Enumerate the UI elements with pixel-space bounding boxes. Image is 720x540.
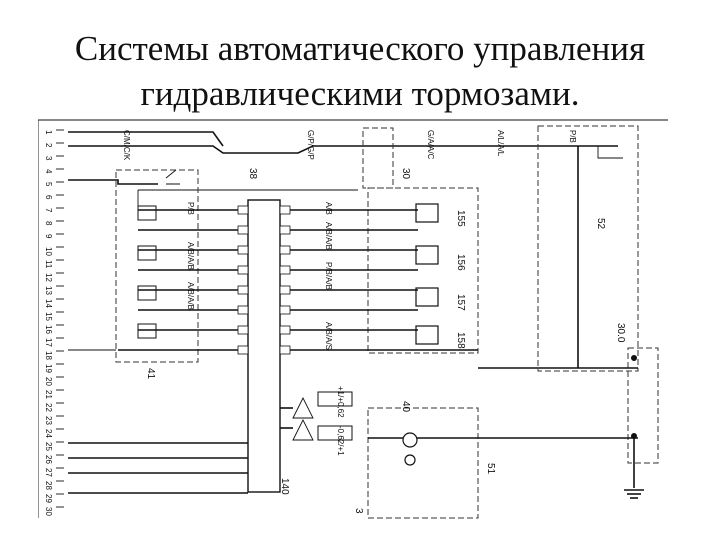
row-code-2: P/B (186, 202, 195, 215)
rail-number: 6 (44, 195, 53, 200)
rail-number: 18 (44, 351, 53, 360)
rail-number: 7 (44, 208, 53, 213)
rail-number: 29 (44, 494, 53, 503)
terminal-pin (237, 325, 249, 335)
rail-number: 10 (44, 247, 53, 256)
signal-label-1: +1/+0,62 (336, 386, 345, 418)
rail-number: 26 (44, 455, 53, 464)
rail-number: 20 (44, 377, 53, 386)
terminal-pin (279, 305, 291, 315)
rail-number: 17 (44, 338, 53, 347)
right-switches (577, 146, 644, 499)
rail-number: 4 (44, 169, 53, 174)
rail-number: 1 (44, 130, 53, 135)
terminal-pin (279, 285, 291, 295)
controller-pins (237, 205, 291, 355)
block-40-51 (367, 407, 479, 519)
rail-number: 9 (44, 234, 53, 239)
rail-number: 11 (44, 260, 53, 269)
rail-number: 13 (44, 286, 53, 295)
rail-number: 21 (44, 390, 53, 399)
pump-symbols (280, 391, 418, 466)
component-157: 157 (455, 294, 466, 311)
terminal-pin (237, 225, 249, 235)
control-unit-140 (247, 199, 281, 493)
rail-number: 15 (44, 312, 53, 321)
rail-number: 8 (44, 221, 53, 226)
rail-number: 14 (44, 299, 53, 308)
component-40: 40 (400, 401, 411, 413)
component-158: 158 (455, 332, 466, 349)
relay-coils (137, 169, 180, 339)
top-code-3: G/A/A/C (426, 130, 435, 160)
component-30-0: 30.0 (615, 323, 626, 343)
wiring-diagram: 1234567891011121314151617181920212223242… (38, 119, 668, 519)
rail-number: 22 (44, 403, 53, 412)
feed-wire (68, 179, 158, 185)
terminal-pin (237, 305, 249, 315)
slide-title: Системы автоматического управления гидра… (0, 26, 720, 116)
block-30 (362, 127, 394, 189)
signal-label-2: -0,62/+1 (336, 426, 345, 456)
terminal-pin (279, 225, 291, 235)
left-rail: 1234567891011121314151617181920212223242… (44, 129, 64, 516)
rail-number: 25 (44, 442, 53, 451)
relay-block-41 (115, 169, 199, 363)
rail-number: 16 (44, 325, 53, 334)
row-code-5: P/B/A/B (324, 262, 333, 290)
rail-number: 2 (44, 143, 53, 148)
rail-number: 23 (44, 416, 53, 425)
terminal-pin (237, 345, 249, 355)
component-38: 38 (247, 168, 258, 180)
rail-number: 3 (44, 156, 53, 161)
rail-number: 27 (44, 468, 53, 477)
solenoid-valves (415, 203, 439, 345)
component-140: 140 (279, 478, 290, 495)
terminal-pin (279, 345, 291, 355)
top-code-5: P/B (568, 130, 577, 143)
valve-block (367, 187, 479, 354)
terminal-pin (279, 265, 291, 275)
rail-number: 12 (44, 273, 53, 282)
terminal-pin (279, 205, 291, 215)
rail-number: 5 (44, 182, 53, 187)
top-code-4: A/L/A/L (496, 130, 505, 157)
terminal-pin (237, 285, 249, 295)
component-155: 155 (455, 210, 466, 227)
component-156: 156 (455, 254, 466, 271)
terminal-pin (279, 325, 291, 335)
component-41: 41 (145, 368, 156, 380)
signal-rows (68, 209, 638, 494)
title-line-2: гидравлическими тормозами. (140, 74, 580, 113)
component-51: 51 (485, 463, 496, 475)
terminal-pin (279, 245, 291, 255)
top-bus-wire (68, 145, 618, 154)
row-code-4: A/B/A/B (186, 242, 195, 270)
terminal-pin (237, 265, 249, 275)
terminal-pin (237, 205, 249, 215)
rail-number: 28 (44, 481, 53, 490)
row-code-3: A/B/A/B (324, 222, 333, 250)
component-3: 3 (353, 508, 364, 514)
rail-number: 24 (44, 429, 53, 438)
top-right-branch (597, 146, 623, 159)
title-line-1: Системы автоматического управления (74, 29, 646, 68)
top-code-1: C/M/C/K (122, 130, 131, 161)
row-code-7: A/B/A/S (324, 322, 333, 350)
block-52 (537, 125, 639, 372)
component-52: 52 (595, 218, 606, 230)
rail-number: 19 (44, 364, 53, 373)
top-code-2: G/P/G/P (306, 130, 315, 160)
terminal-pin (237, 245, 249, 255)
component-30: 30 (400, 168, 411, 180)
row-code-6: A/B/A/B (186, 282, 195, 310)
block-30-0 (627, 347, 659, 464)
rail-number: 30 (44, 507, 53, 516)
row-code-1: A/B (324, 202, 333, 215)
top-bus-wire-2 (68, 131, 224, 147)
